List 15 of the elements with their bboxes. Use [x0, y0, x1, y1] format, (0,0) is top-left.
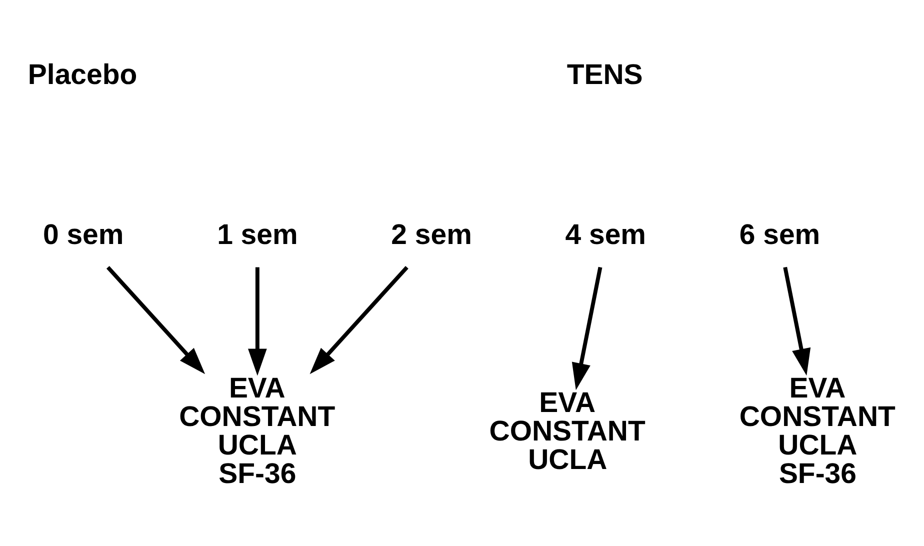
label: TENS	[566, 58, 643, 91]
node-text: 6 sem	[739, 218, 820, 251]
node-text: 1 sem	[217, 218, 298, 251]
node-text: 2 sem	[391, 218, 472, 251]
arrow	[248, 266, 267, 376]
arrow	[106, 265, 206, 374]
arrow	[310, 265, 408, 374]
node-text: EVA CONSTANT UCLA	[489, 386, 646, 476]
node-text: EVA CONSTANT UCLA SF-36	[739, 372, 896, 490]
arrow	[783, 266, 811, 376]
label: Placebo	[28, 58, 138, 91]
node-text: 4 sem	[565, 218, 646, 251]
node-text: 0 sem	[42, 218, 124, 251]
node-text: EVA CONSTANT UCLA SF-36	[179, 372, 336, 490]
arrow	[572, 266, 602, 390]
